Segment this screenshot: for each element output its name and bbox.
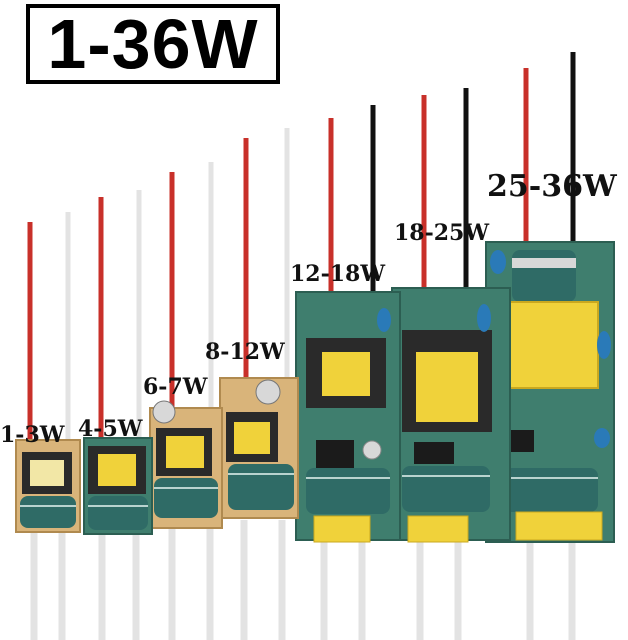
capacitor xyxy=(255,379,281,405)
board-12-18w xyxy=(295,291,401,543)
capacitor xyxy=(500,468,598,512)
board-8-12w xyxy=(219,377,299,519)
output-wires xyxy=(30,520,576,640)
transformer xyxy=(234,422,270,454)
label-4-5w: 4-5W xyxy=(78,416,143,442)
capacitor xyxy=(306,468,390,514)
capacitor xyxy=(228,464,294,510)
capacitor xyxy=(88,496,148,530)
transformer xyxy=(166,436,204,468)
capacitor xyxy=(20,496,76,528)
capacitor xyxy=(490,250,506,274)
label-8-12w: 8-12W xyxy=(205,339,285,365)
transformer xyxy=(416,352,478,422)
title-box: 1-36W xyxy=(26,4,280,84)
capacitor xyxy=(477,304,491,332)
board-1-3w xyxy=(15,439,81,533)
board-18-25w xyxy=(391,287,511,543)
label-1-3w: 1-3W xyxy=(0,422,65,448)
board-6-7w xyxy=(149,400,223,529)
chip xyxy=(414,442,454,464)
transformer xyxy=(98,454,136,486)
film-capacitor xyxy=(407,515,469,543)
capacitor xyxy=(402,466,490,512)
label-12-18w: 12-18W xyxy=(290,261,386,287)
capacitor xyxy=(154,478,218,518)
label-25-36w: 25-36W xyxy=(487,169,617,204)
capacitor xyxy=(377,308,391,332)
capacitor xyxy=(594,428,610,448)
film-capacitor xyxy=(313,515,371,543)
capacitor xyxy=(362,440,382,460)
capacitor xyxy=(512,250,576,302)
input-wires xyxy=(27,52,576,440)
label-6-7w: 6-7W xyxy=(143,374,208,400)
capacitor xyxy=(597,331,611,359)
capacitor-label xyxy=(512,258,576,268)
film-capacitor xyxy=(515,511,603,541)
chip xyxy=(506,430,534,452)
transformer xyxy=(30,460,64,486)
board-4-5w xyxy=(83,437,153,535)
capacitor xyxy=(152,400,176,424)
chip xyxy=(316,440,354,468)
title-text: 1-36W xyxy=(47,5,259,83)
transformer xyxy=(322,352,370,396)
label-18-25w: 18-25W xyxy=(394,220,490,246)
